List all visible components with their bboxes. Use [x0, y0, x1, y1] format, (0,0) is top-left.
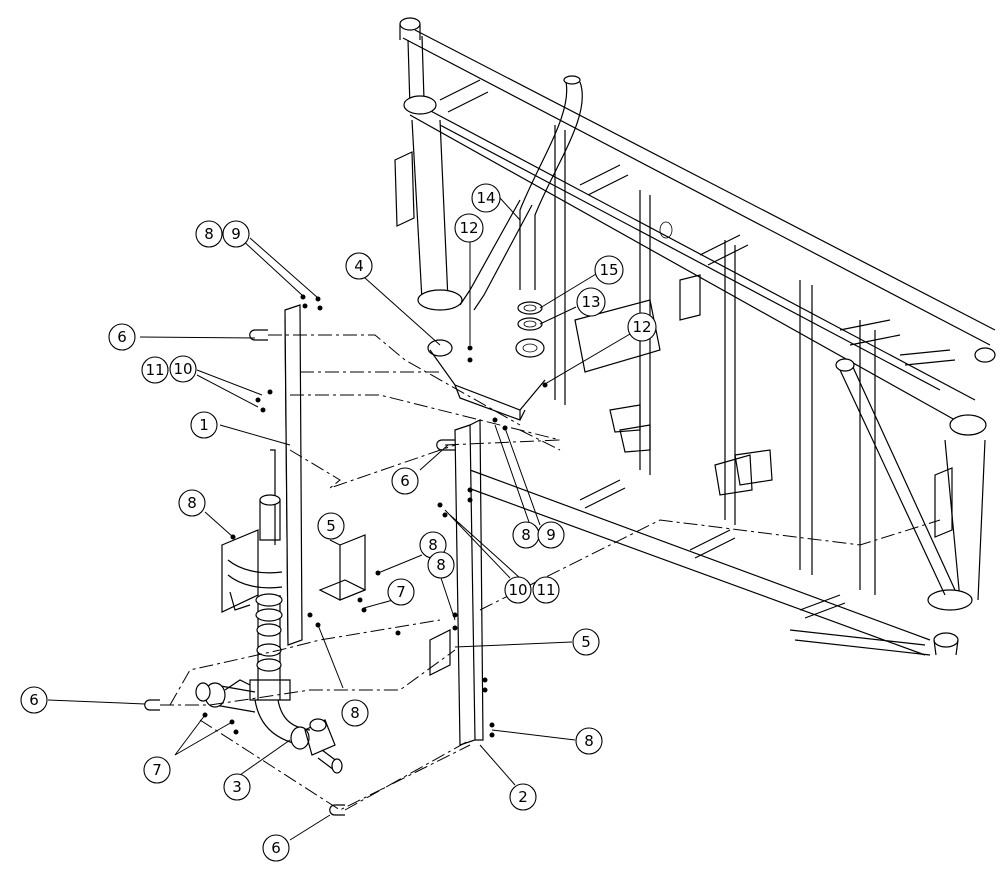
callout-10-left: 10	[169, 355, 197, 383]
callout-6-mid: 6	[391, 467, 419, 495]
callout-1: 1	[190, 411, 218, 439]
svg-text:8: 8	[428, 536, 438, 554]
svg-text:8: 8	[204, 225, 214, 243]
callout-8-top: 8	[195, 220, 223, 248]
svg-text:6: 6	[271, 839, 281, 857]
svg-text:7: 7	[152, 761, 162, 779]
svg-text:8: 8	[187, 494, 197, 512]
svg-text:4: 4	[354, 257, 364, 275]
svg-text:8: 8	[436, 556, 446, 574]
svg-text:6: 6	[117, 328, 127, 346]
svg-text:8: 8	[521, 526, 531, 544]
hardware-fasteners	[202, 294, 548, 738]
svg-text:8: 8	[350, 704, 360, 722]
svg-text:5: 5	[326, 517, 336, 535]
svg-text:13: 13	[581, 293, 600, 311]
svg-text:14: 14	[476, 189, 495, 207]
callout-13: 13	[576, 287, 606, 317]
callout-15: 15	[594, 255, 624, 285]
callout-8-lower: 8	[341, 699, 369, 727]
plumbing-assembly	[195, 304, 451, 774]
callout-8-upper-right: 8	[427, 551, 455, 579]
svg-text:3: 3	[232, 778, 242, 796]
callout-4: 4	[345, 252, 373, 280]
callout-8-filter: 8	[178, 489, 206, 517]
callout-8-bottom-right: 8	[575, 727, 603, 755]
svg-text:9: 9	[546, 526, 556, 544]
callout-8-right: 8	[512, 521, 540, 549]
callout-7-lower: 7	[143, 756, 171, 784]
callout-2: 2	[509, 783, 537, 811]
callout-9-top: 9	[222, 220, 250, 248]
svg-text:15: 15	[599, 261, 618, 279]
svg-text:5: 5	[581, 633, 591, 651]
svg-text:7: 7	[396, 583, 406, 601]
svg-text:11: 11	[145, 361, 164, 379]
callout-7-mid: 7	[387, 578, 415, 606]
callout-12-right: 12	[627, 312, 657, 342]
mount-bracket	[427, 301, 546, 421]
callout-14: 14	[471, 183, 501, 213]
svg-text:6: 6	[400, 472, 410, 490]
svg-text:6: 6	[29, 691, 39, 709]
assembly-center-lines	[160, 334, 941, 811]
callout-11-left: 11	[141, 356, 169, 384]
callout-6-lower-left: 6	[20, 686, 48, 714]
svg-text:11: 11	[536, 581, 555, 599]
mount-strap-right	[454, 419, 484, 746]
boom-frame	[394, 17, 996, 656]
callout-5-right: 5	[572, 628, 600, 656]
svg-text:10: 10	[508, 581, 527, 599]
callout-5-left: 5	[317, 512, 345, 540]
callout-3: 3	[223, 773, 251, 801]
svg-text:1: 1	[199, 416, 209, 434]
callout-6-bottom: 6	[262, 834, 290, 862]
callout-leaders	[47, 197, 631, 841]
svg-text:12: 12	[632, 318, 651, 336]
callout-11-right: 11	[532, 576, 560, 604]
svg-text:10: 10	[173, 360, 192, 378]
svg-text:2: 2	[518, 788, 528, 806]
callout-9-right: 9	[537, 521, 565, 549]
callout-6-upper: 6	[108, 323, 136, 351]
svg-text:12: 12	[459, 219, 478, 237]
callout-12-top: 12	[454, 213, 484, 243]
callout-10-right: 10	[504, 576, 532, 604]
svg-text:8: 8	[584, 732, 594, 750]
svg-text:9: 9	[231, 225, 241, 243]
callout-bubbles: 14 8 9 12 4 15 13 12 6 11 10 1 6 8 5 8 7…	[20, 183, 657, 862]
